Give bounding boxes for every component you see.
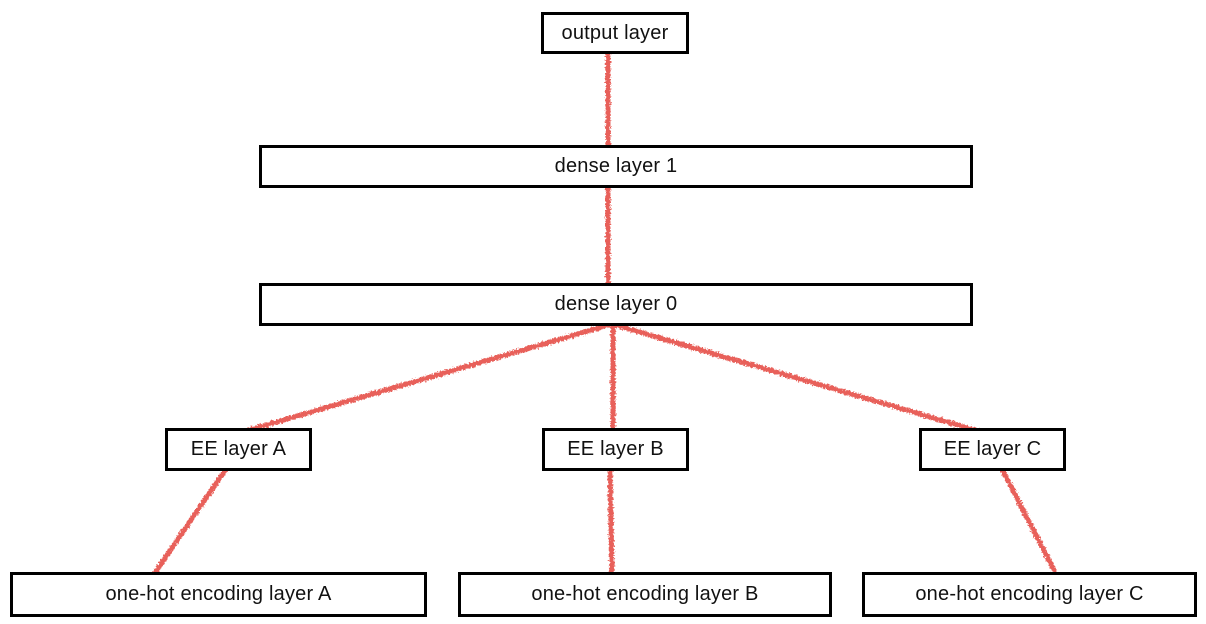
node-ee-layer-a: EE layer A — [165, 428, 312, 471]
edge-onehot-c-ee-c — [999, 466, 1059, 577]
node-one-hot-encoding-layer-a: one-hot encoding layer A — [10, 572, 427, 617]
edge-onehot-a-ee-a — [151, 466, 229, 577]
node-one-hot-encoding-layer-c: one-hot encoding layer C — [862, 572, 1197, 617]
node-ee-layer-c: EE layer C — [919, 428, 1066, 471]
edge-ee-a-dense0 — [243, 321, 615, 434]
edge-onehot-b-ee-b — [607, 466, 615, 577]
node-ee-layer-b: EE layer B — [542, 428, 689, 471]
edge-ee-c-dense0 — [609, 321, 981, 434]
node-output-layer: output layer — [541, 12, 689, 54]
node-one-hot-encoding-layer-b: one-hot encoding layer B — [458, 572, 832, 617]
node-dense-layer-0: dense layer 0 — [259, 283, 973, 326]
node-dense-layer-1: dense layer 1 — [259, 145, 973, 188]
